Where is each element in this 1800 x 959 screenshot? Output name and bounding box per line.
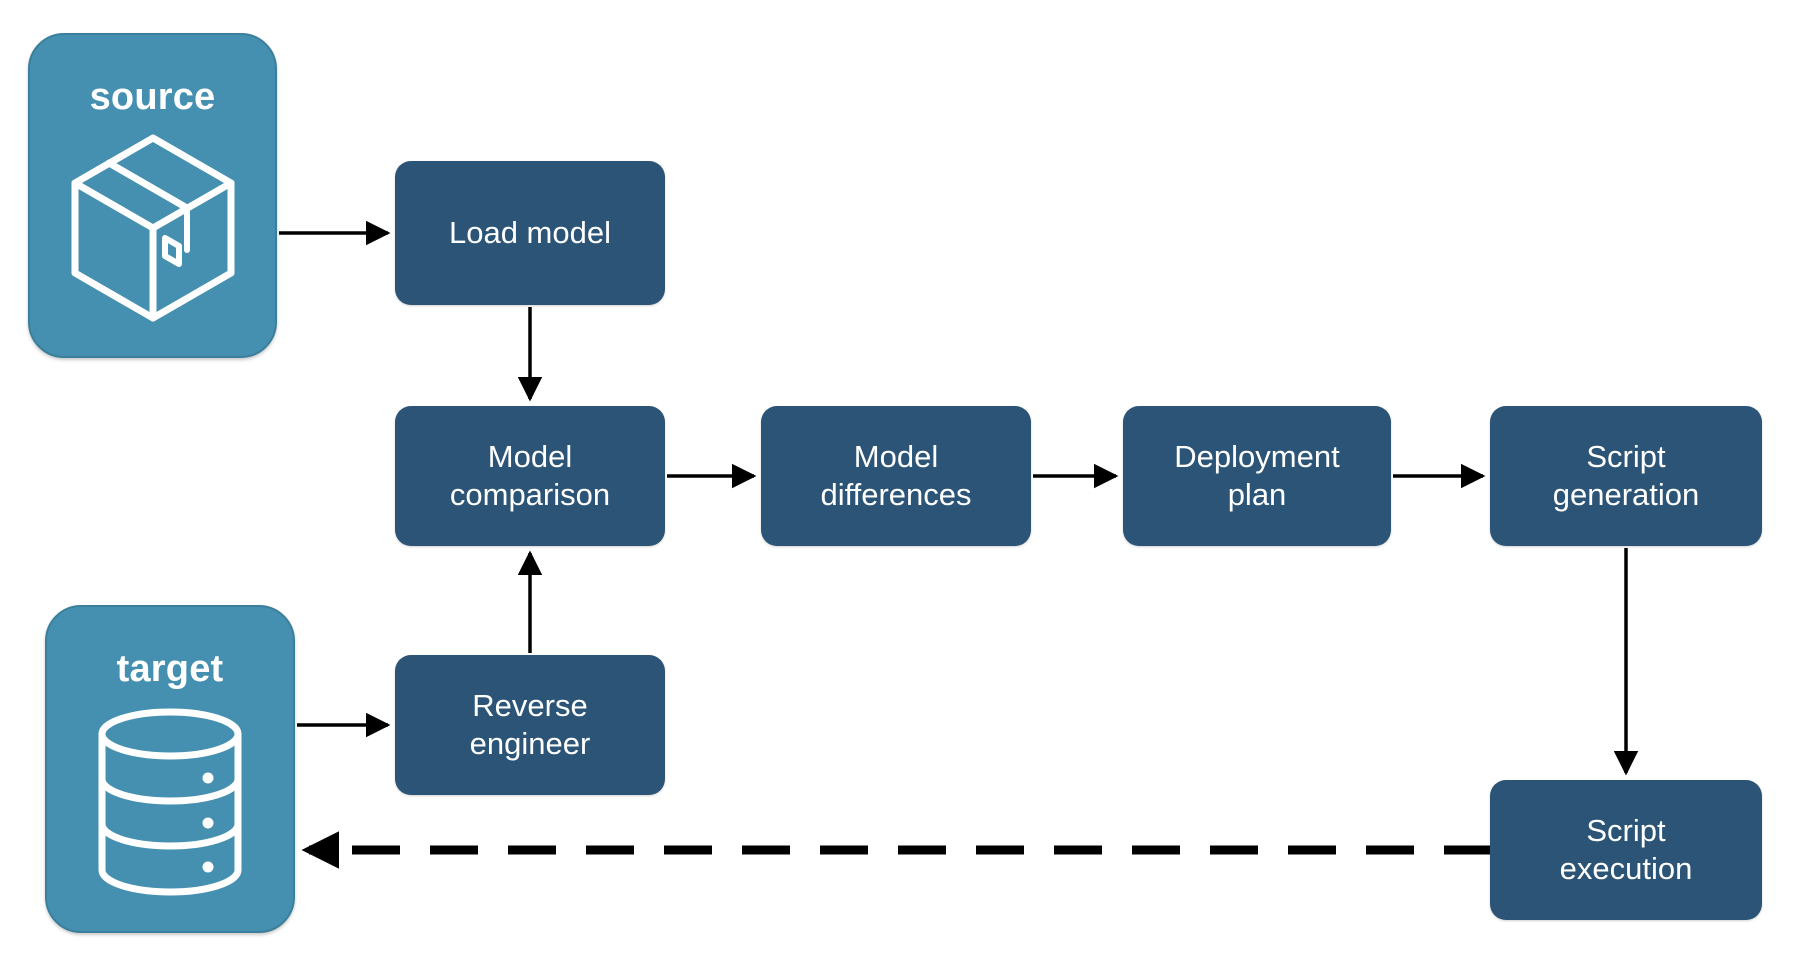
endpoint-source-label: source [89,76,216,118]
process-model-differences[interactable]: Model differences [761,406,1031,546]
process-load-model-label: Load model [448,215,611,251]
process-reverse-engineer[interactable]: Reverse engineer [395,655,665,795]
process-script-generation[interactable]: Script generation [1490,406,1762,546]
process-deployment-plan[interactable]: Deployment plan [1123,406,1391,546]
endpoint-target-label: target [116,647,224,690]
process-reverse-engineer-label: Reverse engineer [469,688,591,761]
package-box-icon [65,130,241,331]
database-cylinder-icon [90,704,250,905]
endpoint-target[interactable]: target [45,605,295,933]
process-script-generation-label: Script generation [1552,439,1700,512]
process-deployment-plan-label: Deployment plan [1174,439,1340,512]
process-model-comparison-label: Model comparison [449,439,611,512]
process-script-execution[interactable]: Script execution [1490,780,1762,920]
process-load-model[interactable]: Load model [395,161,665,305]
process-model-differences-label: Model differences [820,439,972,512]
endpoint-source[interactable]: source [28,33,277,358]
process-script-execution-label: Script execution [1559,813,1693,886]
process-model-comparison[interactable]: Model comparison [395,406,665,546]
